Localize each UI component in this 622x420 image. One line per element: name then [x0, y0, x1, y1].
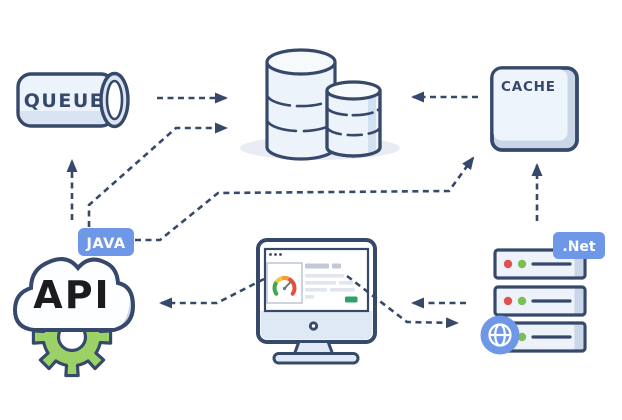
database-icon [240, 48, 400, 161]
screen-button-placeholder [345, 296, 358, 303]
java-badge-label: JAVA [85, 236, 125, 252]
api-cloud-icon [12, 257, 136, 332]
arrow-monitor-to-api [159, 277, 265, 309]
queue-cylinder-icon [16, 71, 130, 129]
server-rack [493, 285, 587, 317]
arrow-java-to-cache [135, 156, 475, 242]
dotnet-badge-label: .Net [562, 239, 596, 255]
dotnet-badge: .Net [553, 232, 605, 259]
api-label: API [33, 273, 110, 317]
arrow-java-to-database [87, 122, 228, 227]
cache-node: CACHE [490, 66, 579, 152]
globe-icon [480, 315, 520, 355]
api-node: API JAVA [12, 228, 136, 378]
servers-node: .Net [480, 232, 605, 355]
database-node [240, 48, 400, 161]
browser-dots-icon [269, 253, 282, 256]
queue-node: QUEUE [16, 71, 130, 129]
gauge-icon [266, 262, 303, 304]
queue-label: QUEUE [24, 90, 104, 112]
monitor-node [256, 238, 377, 365]
cache-key-icon [490, 66, 579, 152]
monitor-base [272, 352, 360, 365]
cache-label: CACHE [501, 79, 556, 95]
monitor-icon [256, 238, 377, 365]
server-stack-icon [480, 248, 587, 355]
java-badge: JAVA [78, 228, 134, 256]
